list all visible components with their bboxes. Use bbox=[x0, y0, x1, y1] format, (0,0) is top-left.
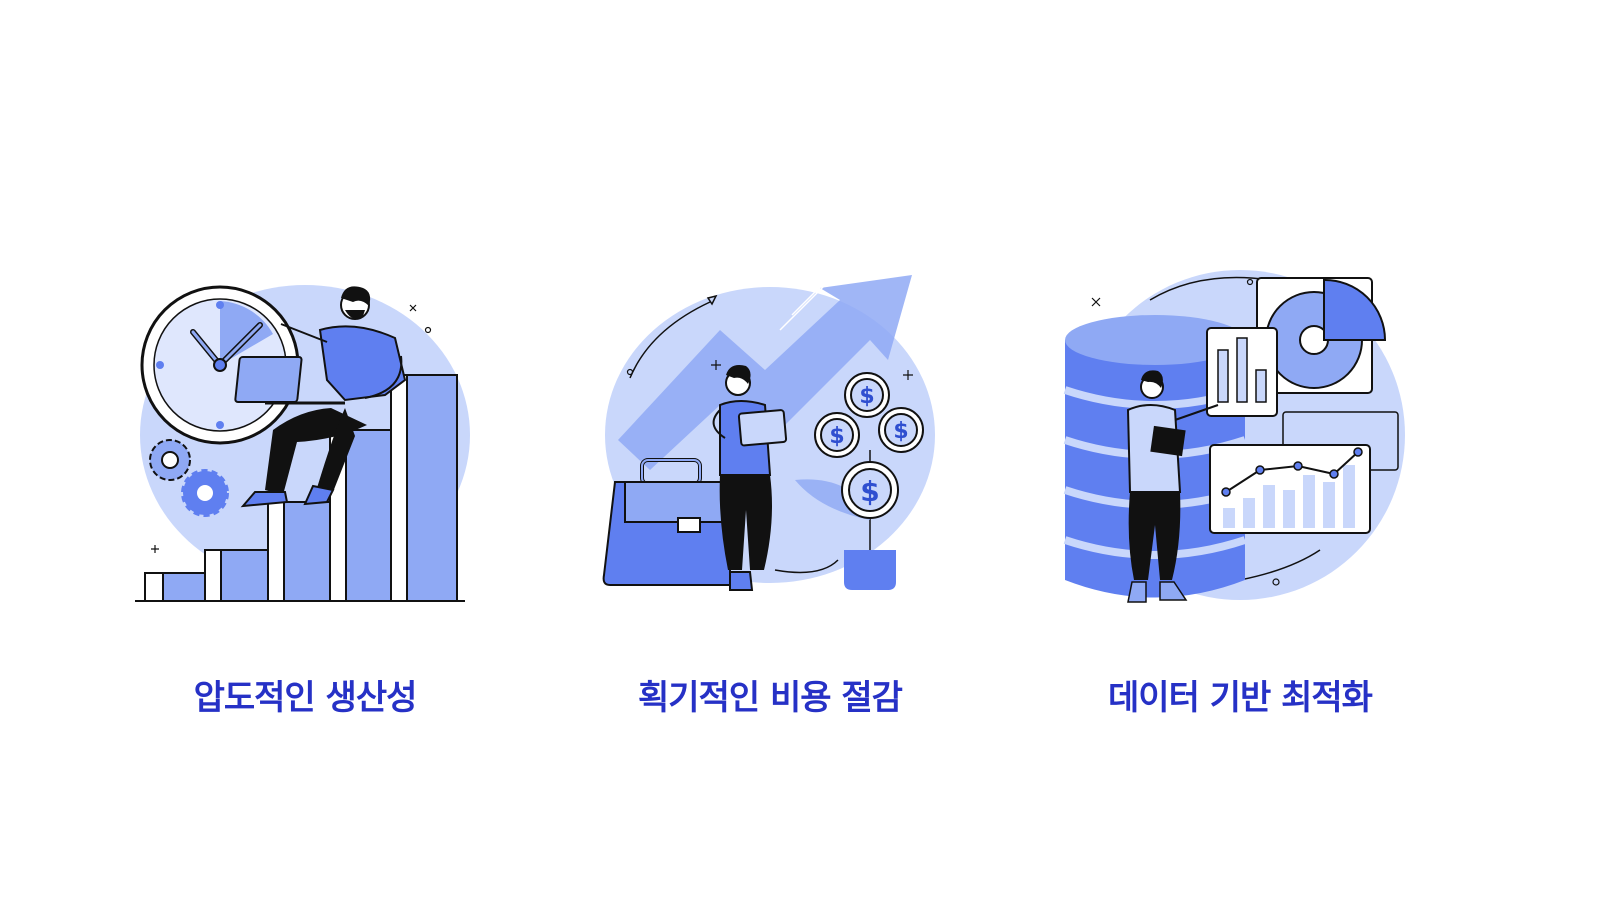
feature-title: 데이터 기반 최적화 bbox=[1108, 678, 1373, 718]
feature-title: 획기적인 비용 절감 bbox=[638, 678, 903, 718]
feature-card-cost-saving: $ $ $ $ 획기적인 비용 절감 bbox=[570, 260, 970, 730]
briefcase-icon bbox=[602, 458, 731, 586]
svg-text:$: $ bbox=[893, 419, 908, 444]
person-with-tablet-icon bbox=[712, 365, 788, 591]
data-optimization-illustration bbox=[1063, 270, 1405, 603]
money-plant-icon: $ $ $ $ bbox=[795, 372, 924, 590]
bar-chart-icon bbox=[1206, 327, 1278, 417]
person-with-laptop-icon bbox=[234, 286, 407, 508]
cost-saving-illustration: $ $ $ $ bbox=[602, 275, 935, 591]
gear-icon bbox=[149, 439, 229, 517]
feature-title: 압도적인 생산성 bbox=[193, 678, 418, 718]
feature-card-productivity: 압도적인 생산성 bbox=[105, 260, 505, 730]
trend-arrow-icon bbox=[618, 275, 912, 470]
bar-steps bbox=[135, 374, 465, 602]
feature-card-data-optimization: 데이터 기반 최적화 bbox=[1040, 260, 1440, 730]
svg-text:$: $ bbox=[829, 424, 844, 449]
svg-text:$: $ bbox=[859, 384, 874, 409]
productivity-illustration bbox=[135, 285, 470, 602]
person-presenting-icon bbox=[1126, 370, 1219, 603]
line-chart-icon bbox=[1209, 444, 1371, 534]
pie-chart-icon bbox=[1256, 277, 1387, 394]
svg-text:$: $ bbox=[860, 475, 879, 508]
